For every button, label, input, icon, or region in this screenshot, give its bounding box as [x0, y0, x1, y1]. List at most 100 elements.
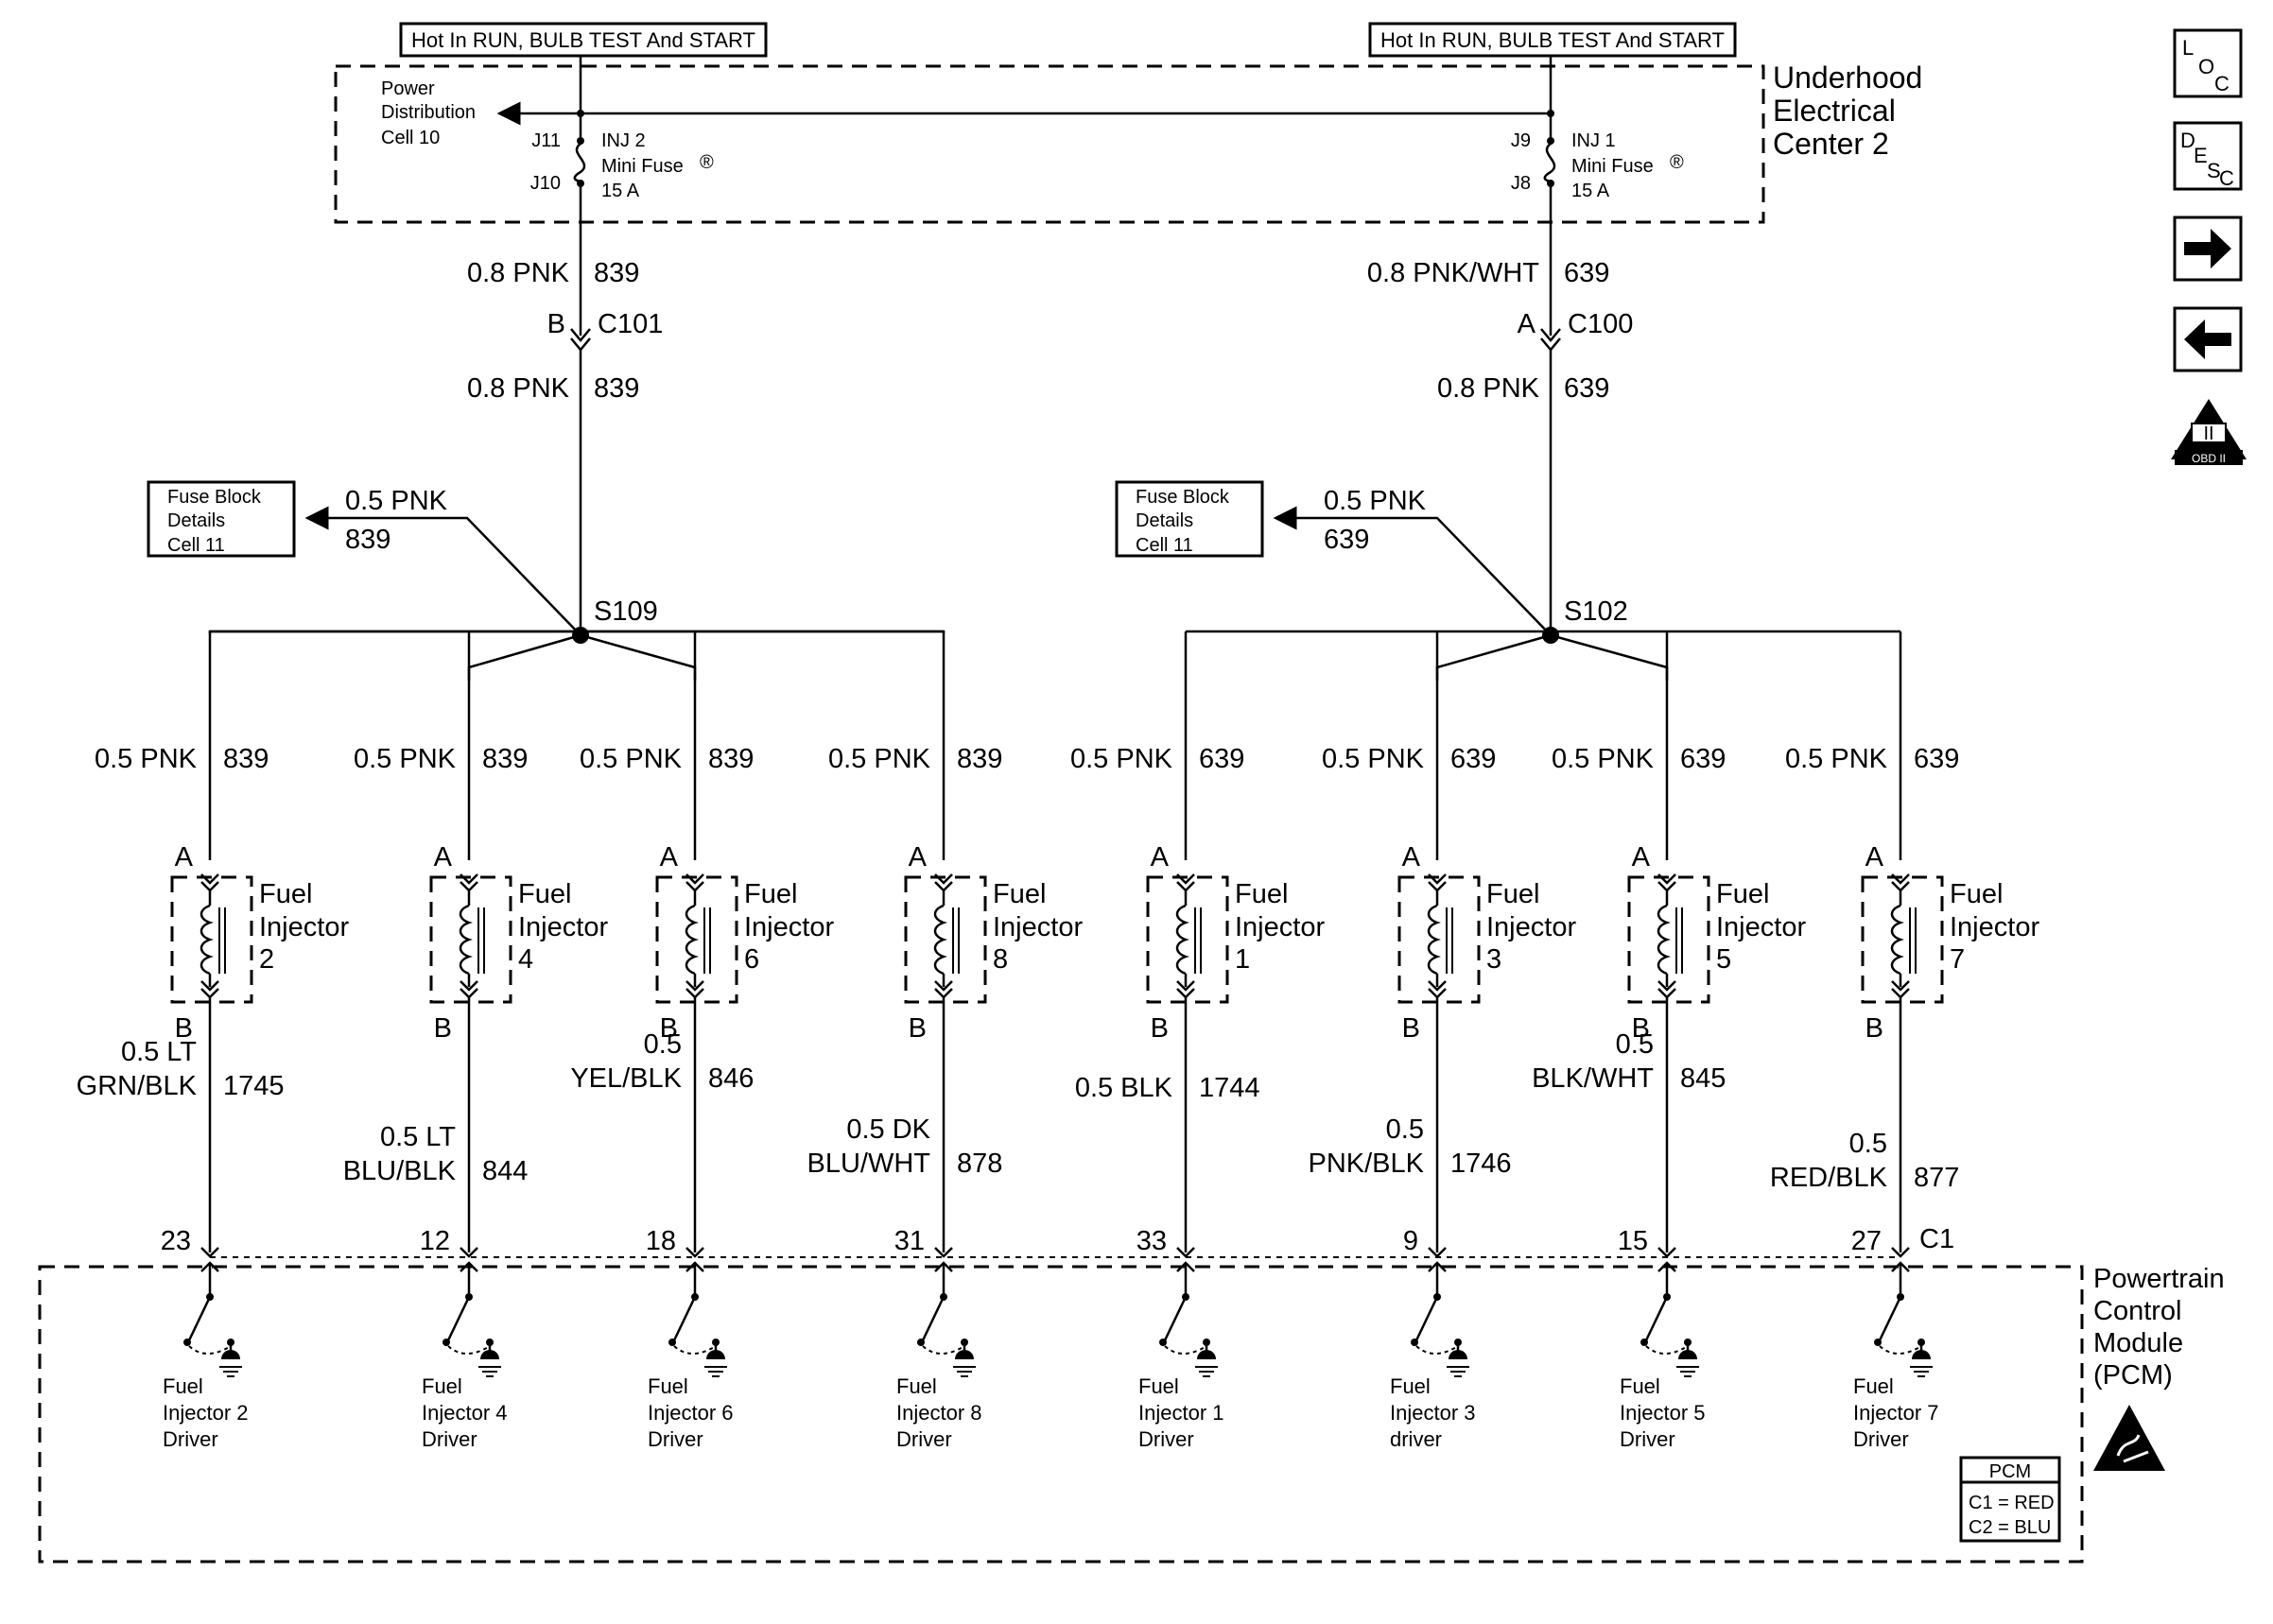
- driver-label: driver: [1390, 1427, 1442, 1451]
- svg-text:Hot In RUN, BULB TEST And STAR: Hot In RUN, BULB TEST And START: [411, 28, 755, 52]
- driver-label: Injector 5: [1620, 1401, 1706, 1425]
- driver-label: Injector 1: [1138, 1401, 1224, 1425]
- svg-text:Power: Power: [381, 78, 435, 99]
- output-circuit: 844: [482, 1156, 528, 1186]
- injector-name: Injector: [1235, 912, 1325, 942]
- output-circuit: 845: [1680, 1063, 1726, 1094]
- svg-text:639: 639: [1564, 373, 1609, 404]
- svg-text:PCM: PCM: [1989, 1461, 2031, 1482]
- pcm-box: [38, 1265, 2084, 1564]
- output-wire-color: 0.5: [1386, 1114, 1424, 1145]
- output-circuit: 846: [708, 1063, 754, 1094]
- output-wire-color: BLU/BLK: [343, 1156, 457, 1186]
- injector-name: Injector: [259, 912, 349, 942]
- driver-label: Fuel: [163, 1374, 203, 1398]
- hot-label-left: Hot In RUN, BULB TEST And START: [399, 22, 768, 58]
- fuse-block-details-right: Fuse Block Details Cell 11: [1115, 480, 1264, 558]
- svg-text:Control: Control: [2093, 1296, 2182, 1326]
- injector-name: Fuel: [1486, 879, 1539, 909]
- location-icon[interactable]: L O C: [2173, 28, 2243, 98]
- feed-circuit: 639: [1914, 744, 1959, 774]
- injector-name: Injector: [1486, 912, 1576, 942]
- svg-text:Cell 10: Cell 10: [381, 128, 440, 148]
- svg-text:Hot In RUN, BULB TEST And STAR: Hot In RUN, BULB TEST And START: [1380, 28, 1725, 52]
- output-wire-color: PNK/BLK: [1309, 1149, 1425, 1179]
- output-circuit: 1746: [1450, 1149, 1512, 1179]
- pcm-pin: 31: [894, 1226, 925, 1256]
- svg-text:C: C: [2219, 166, 2234, 190]
- svg-text:J8: J8: [1511, 173, 1531, 194]
- pin-b: B: [1865, 1013, 1883, 1044]
- output-circuit: 1744: [1199, 1073, 1260, 1103]
- injector-name: Fuel: [744, 879, 797, 909]
- injector-name: Injector: [1716, 912, 1806, 942]
- svg-text:15 A: 15 A: [601, 181, 640, 201]
- driver-label: Driver: [422, 1427, 477, 1451]
- pcm-pin: 23: [161, 1226, 191, 1256]
- pin-b: B: [660, 1013, 678, 1044]
- driver-label: Injector 2: [163, 1401, 249, 1425]
- svg-text:II: II: [2203, 423, 2213, 444]
- pin-b: B: [909, 1013, 927, 1044]
- feed-circuit: 839: [223, 744, 269, 774]
- svg-text:C1 = RED: C1 = RED: [1969, 1493, 2055, 1513]
- description-icon[interactable]: D E S C: [2173, 121, 2243, 191]
- feed-wire-color: 0.5 PNK: [828, 744, 931, 774]
- svg-text:(PCM): (PCM): [2093, 1360, 2173, 1391]
- svg-text:839: 839: [594, 258, 639, 288]
- driver-label: Injector 7: [1853, 1401, 1939, 1425]
- svg-text:Center 2: Center 2: [1773, 127, 1889, 161]
- pin-b: B: [1151, 1013, 1169, 1044]
- svg-text:Mini Fuse: Mini Fuse: [1571, 156, 1654, 177]
- svg-text:®: ®: [700, 152, 714, 173]
- output-wire-color: RED/BLK: [1770, 1163, 1888, 1193]
- svg-text:639: 639: [1324, 525, 1369, 555]
- pcm-legend: PCM C1 = RED C2 = BLU: [1959, 1456, 2061, 1543]
- svg-text:0.8 PNK: 0.8 PNK: [1437, 373, 1540, 404]
- pin-b: B: [1402, 1013, 1420, 1044]
- injector-number: 4: [518, 944, 533, 975]
- arrow-left-icon[interactable]: [2173, 306, 2243, 372]
- pin-a: A: [1402, 842, 1421, 872]
- branch-839: 0.5 PNK 839: [304, 486, 581, 636]
- injector-number: 5: [1716, 944, 1731, 975]
- output-circuit: 1745: [223, 1071, 285, 1101]
- svg-text:B: B: [547, 309, 565, 339]
- svg-text:0.5 PNK: 0.5 PNK: [1324, 486, 1427, 516]
- pin-b: B: [1632, 1013, 1650, 1044]
- output-wire-color: YEL/BLK: [570, 1063, 682, 1094]
- svg-text:O: O: [2198, 55, 2214, 78]
- fuse-inj-2: J11 J10 INJ 2 Mini Fuse ® 15 A: [530, 113, 714, 336]
- svg-text:A: A: [1518, 309, 1536, 339]
- arrow-right-icon[interactable]: [2173, 216, 2243, 282]
- driver-label: Driver: [648, 1427, 703, 1451]
- injector-name: Fuel: [259, 879, 312, 909]
- driver-label: Fuel: [896, 1374, 937, 1398]
- feed-circuit: 839: [482, 744, 528, 774]
- feed-wire-color: 0.5 PNK: [580, 744, 683, 774]
- injector-name: Injector: [744, 912, 834, 942]
- output-wire-color: GRN/BLK: [77, 1071, 198, 1101]
- pin-a: A: [1151, 842, 1170, 872]
- injector-number: 6: [744, 944, 759, 975]
- svg-text:Fuse Block: Fuse Block: [1136, 487, 1230, 508]
- driver-label: Injector 3: [1390, 1401, 1476, 1425]
- driver-label: Fuel: [422, 1374, 462, 1398]
- feed-wire-color: 0.5 PNK: [354, 744, 457, 774]
- driver-label: Fuel: [648, 1374, 688, 1398]
- svg-text:Cell 11: Cell 11: [167, 535, 225, 556]
- fuse-block-details-left: Fuse Block Details Cell 11: [147, 480, 296, 558]
- underhood-electrical-center-box: [334, 64, 1765, 224]
- power-distribution-label: Power Distribution Cell 10: [381, 78, 476, 148]
- svg-text:0.5 PNK: 0.5 PNK: [345, 486, 448, 516]
- injector-name: Fuel: [518, 879, 571, 909]
- obd-ii-icon[interactable]: II OBD II: [2171, 399, 2247, 465]
- svg-text:639: 639: [1564, 258, 1609, 288]
- output-wire-color: 0.5 BLK: [1075, 1073, 1173, 1103]
- svg-text:15 A: 15 A: [1571, 181, 1610, 201]
